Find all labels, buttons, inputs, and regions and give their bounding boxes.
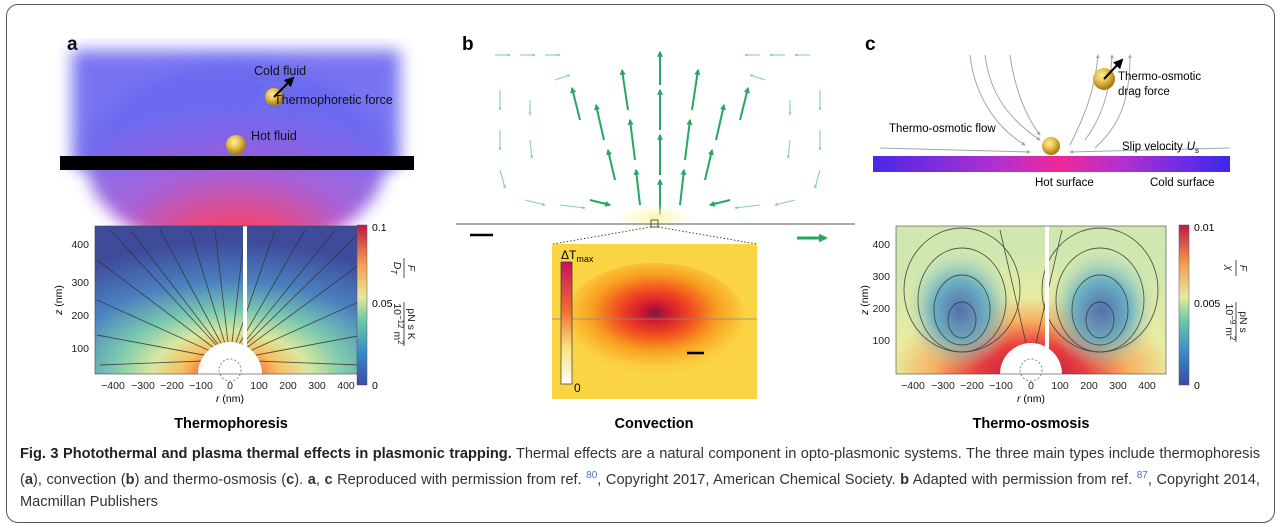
panel-c-colorbar: 0.01 0.005 0 F χ pN s 10−9 m2 xyxy=(1178,222,1249,392)
c-hot-particle xyxy=(1042,137,1060,155)
c-xtick: 400 xyxy=(1138,380,1156,392)
c-xtick: 100 xyxy=(1051,380,1069,392)
c-ytick: 400 xyxy=(872,239,890,251)
convection-vector-field xyxy=(456,50,855,245)
drag-force-arrow xyxy=(1103,58,1124,80)
panel-c-plot: 400 300 200 100 −400 −300 −200 −100 0 10… xyxy=(859,225,1167,405)
c-yticks: 400 300 200 100 xyxy=(872,239,890,347)
panel-c: c Thermo-osmotic drag force Thermo-osmot… xyxy=(859,34,1249,432)
figure-caption: Fig. 3 Photothermal and plasma thermal e… xyxy=(20,446,1260,510)
a-xtick: 100 xyxy=(250,380,268,392)
a-cbar-max: 0.1 xyxy=(372,222,387,234)
c-flow-lines xyxy=(879,54,1231,154)
c-cbar-min: 0 xyxy=(1194,380,1200,392)
a-xtick: 200 xyxy=(279,380,297,392)
plot-divider xyxy=(243,226,247,374)
svg-text:10−9 m2: 10−9 m2 xyxy=(1223,304,1237,341)
a-ytick: 200 xyxy=(71,310,89,322)
a-xtick: 300 xyxy=(308,380,326,392)
a-xtick: 0 xyxy=(227,380,233,392)
a-xtick: −200 xyxy=(160,380,184,392)
svg-text:F: F xyxy=(1237,265,1249,272)
b-temperature-map: ΔTmax 0 xyxy=(552,244,757,399)
cold-surface-label: Cold surface xyxy=(1150,177,1215,189)
svg-text:χ: χ xyxy=(1223,264,1235,271)
c-xtick: 300 xyxy=(1109,380,1127,392)
hot-particle xyxy=(226,135,246,155)
figure-frame xyxy=(6,4,1275,523)
panel-a-schematic: Cold fluid Thermophoretic force Hot flui… xyxy=(60,50,414,255)
a-xtick: −100 xyxy=(189,380,213,392)
substrate-bar xyxy=(60,156,414,170)
drag-label-2: drag force xyxy=(1118,86,1170,98)
c-ylabel: z (nm) xyxy=(859,285,871,316)
flow-label: Thermo-osmotic flow xyxy=(889,123,996,135)
panel-c-schematic: Thermo-osmotic drag force Thermo-osmotic… xyxy=(873,54,1231,189)
b-colorbar xyxy=(560,261,573,385)
c-xtick: −200 xyxy=(960,380,984,392)
b-cbar-max: ΔTmax xyxy=(561,248,594,264)
hot-fluid-label: Hot fluid xyxy=(251,129,297,143)
svg-text:10−12 m2: 10−12 m2 xyxy=(391,303,405,345)
c-ytick: 100 xyxy=(872,335,890,347)
a-ytick: 300 xyxy=(71,277,89,289)
ref-link-87[interactable]: 87 xyxy=(1136,470,1148,481)
c-xtick: 200 xyxy=(1080,380,1098,392)
c-cbar-mid: 0.005 xyxy=(1194,298,1220,310)
c-xtick: 0 xyxy=(1028,380,1034,392)
svg-text:DT: DT xyxy=(389,262,403,276)
outer-vectors xyxy=(495,53,822,210)
c-ytick: 300 xyxy=(872,271,890,283)
a-cbar-mid: 0.05 xyxy=(372,298,393,310)
svg-text:pN s: pN s xyxy=(1237,311,1249,333)
drag-label-1: Thermo-osmotic xyxy=(1118,71,1201,83)
a-xtick: −400 xyxy=(101,380,125,392)
cold-fluid-label: Cold fluid xyxy=(254,64,306,78)
a-ytick: 400 xyxy=(71,239,89,251)
c-ytick: 200 xyxy=(872,303,890,315)
c-xtick: −100 xyxy=(989,380,1013,392)
a-ytick: 100 xyxy=(71,343,89,355)
c-streamlines xyxy=(903,227,1159,366)
a-xtick: 400 xyxy=(337,380,355,392)
panel-b-letter: b xyxy=(462,34,474,55)
c-xlabel: r (nm) xyxy=(1017,393,1045,405)
thermophoretic-arrow xyxy=(273,76,295,98)
c-xticks: −400 −300 −200 −100 0 100 200 300 400 xyxy=(901,380,1156,392)
zoom-box xyxy=(650,219,659,228)
panel-b-title: Convection xyxy=(615,416,694,432)
a-cbar-title: F DT pN s K 10−12 m2 xyxy=(389,258,417,346)
c-cbar-max: 0.01 xyxy=(1194,222,1215,234)
panel-a-letter: a xyxy=(67,34,78,55)
panel-a-colorbar: 0.1 0.05 0 F DT pN s K 10−12 m2 xyxy=(356,222,417,392)
svg-text:F: F xyxy=(405,265,417,272)
c-plot-divider xyxy=(1045,226,1049,374)
panel-a: a Cold fluid Thermophoretic force Hot fl… xyxy=(53,34,417,432)
thermophoretic-force-label: Thermophoretic force xyxy=(274,93,393,107)
caption-title: Fig. 3 Photothermal and plasma thermal e… xyxy=(20,446,512,462)
b-cbar-min: 0 xyxy=(574,381,581,395)
svg-text:pN s K: pN s K xyxy=(405,308,417,340)
a-yticks: 400 300 200 100 xyxy=(71,239,89,355)
a-xlabel: r (nm) xyxy=(216,393,244,405)
ref-link-80[interactable]: 80 xyxy=(586,470,598,481)
c-xtick: −300 xyxy=(931,380,955,392)
panel-c-letter: c xyxy=(865,34,876,55)
panel-a-plot: 400 300 200 100 −400 −300 −200 −100 0 10… xyxy=(53,225,366,405)
a-xtick: −300 xyxy=(131,380,155,392)
panel-b: b xyxy=(456,34,855,432)
c-surface-gradient xyxy=(873,156,1230,172)
central-vectors xyxy=(570,50,750,215)
a-xticks: −400 −300 −200 −100 0 100 200 300 400 xyxy=(101,380,355,392)
c-xtick: −400 xyxy=(901,380,925,392)
hot-surface-label: Hot surface xyxy=(1035,177,1094,189)
panel-c-title: Thermo-osmosis xyxy=(973,416,1090,432)
a-ylabel: z (nm) xyxy=(53,285,65,316)
a-cbar-min: 0 xyxy=(372,380,378,392)
c-cbar-title: F χ pN s 10−9 m2 xyxy=(1223,260,1249,342)
panel-a-title: Thermophoresis xyxy=(174,416,288,432)
